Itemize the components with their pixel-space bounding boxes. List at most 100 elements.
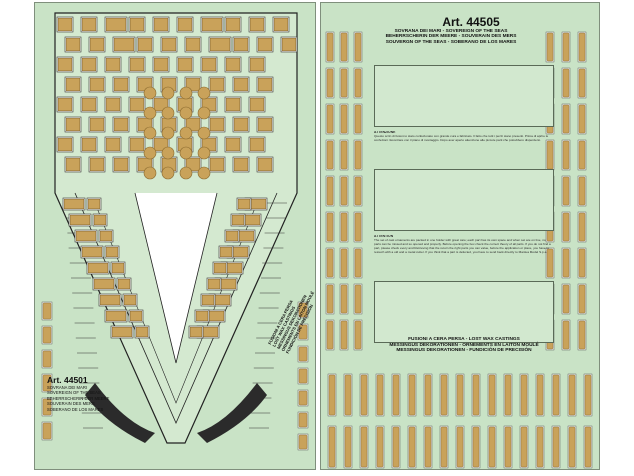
- brass-ornament: [129, 57, 145, 72]
- brass-rod: [546, 32, 554, 62]
- brass-ornament: [249, 57, 265, 72]
- brass-ornament: [57, 137, 73, 152]
- brass-rod: [568, 426, 576, 468]
- castings-panel-top: [374, 65, 554, 127]
- brass-rod: [424, 426, 432, 468]
- carved-scroll: [197, 383, 267, 443]
- brass-medallion: [143, 106, 157, 120]
- attention-paragraph-2: ATTENTION The set of cast ornaments are …: [374, 235, 552, 275]
- brass-edge-piece: [42, 374, 52, 392]
- brass-ornament: [249, 17, 265, 32]
- brass-ornament: [63, 198, 85, 210]
- brass-edge-piece: [298, 324, 308, 340]
- brass-medallion: [161, 166, 175, 180]
- brass-ornament: [89, 117, 105, 132]
- brass-ornament: [153, 57, 169, 72]
- brass-ornament: [185, 37, 201, 52]
- castings-panel-bottom: [374, 281, 554, 343]
- brass-ornament: [57, 57, 73, 72]
- art-number-left: Art. 44501: [47, 375, 88, 385]
- brass-medallion: [197, 126, 211, 140]
- brass-ornament: [111, 326, 133, 338]
- brass-rod: [578, 104, 586, 134]
- brass-medallion: [197, 166, 211, 180]
- attention-text: Questo scrin di fusioni è stato confezio…: [374, 133, 549, 142]
- brass-rod: [562, 176, 570, 206]
- brass-ornament: [65, 157, 81, 172]
- brass-ornament: [185, 77, 201, 92]
- brass-rod: [340, 284, 348, 314]
- brass-medallion: [143, 126, 157, 140]
- brass-ornament: [201, 17, 223, 32]
- brass-rod: [360, 426, 368, 468]
- brass-rod: [344, 426, 352, 468]
- brass-rod: [392, 374, 400, 416]
- brass-rod: [340, 248, 348, 278]
- brass-medallion: [179, 146, 193, 160]
- ship-stern-castings-illustration: [41, 12, 309, 451]
- brass-ornament: [57, 17, 73, 32]
- brass-rod: [520, 426, 528, 468]
- brass-medallion: [179, 126, 193, 140]
- brass-ornament: [93, 214, 107, 226]
- brass-ornament: [209, 37, 231, 52]
- brass-rod: [340, 212, 348, 242]
- brass-ornament: [87, 198, 101, 210]
- brass-rod: [354, 320, 362, 350]
- name-line: BEHERRSCHERIN DER MEERE: [47, 395, 110, 401]
- right-card-header: Art. 44505 SOVRANA DEI MARI - SOVEREIGN …: [371, 15, 531, 45]
- brass-ornament: [257, 157, 273, 172]
- brass-ornament: [117, 278, 131, 290]
- brass-rod: [562, 68, 570, 98]
- brass-ornament: [281, 37, 297, 52]
- brass-medallion: [143, 166, 157, 180]
- brass-rod: [578, 140, 586, 170]
- right-castings-card: Art. 44505 SOVRANA DEI MARI - SOVEREIGN …: [320, 2, 600, 470]
- brass-rod: [408, 374, 416, 416]
- brass-ornament: [135, 326, 149, 338]
- brass-rod: [440, 426, 448, 468]
- brass-ornament: [113, 37, 135, 52]
- brass-ornament: [249, 137, 265, 152]
- brass-rod: [340, 176, 348, 206]
- brass-rod: [354, 68, 362, 98]
- brass-medallion: [161, 106, 175, 120]
- castings-line: FUSIONI A CERA PERSA - LOST WAX CASTINGS: [408, 337, 520, 342]
- brass-rod: [504, 374, 512, 416]
- brass-ornament: [207, 278, 221, 290]
- brass-ornament: [177, 57, 193, 72]
- brass-rod: [354, 248, 362, 278]
- brass-ornament: [225, 137, 241, 152]
- brass-ornament: [231, 214, 245, 226]
- brass-ornament: [129, 97, 145, 112]
- brass-edge-piece: [298, 434, 308, 450]
- brass-ornament: [129, 310, 143, 322]
- brass-rod: [578, 212, 586, 242]
- brass-medallion: [161, 146, 175, 160]
- brass-rod: [354, 212, 362, 242]
- brass-rod: [456, 374, 464, 416]
- brass-edge-piece: [298, 412, 308, 428]
- brass-ornament: [213, 262, 227, 274]
- brass-rod: [578, 176, 586, 206]
- brass-ornament: [257, 77, 273, 92]
- brass-rod: [578, 248, 586, 278]
- brass-ornament: [129, 17, 145, 32]
- brass-ornament: [185, 157, 201, 172]
- brass-medallion: [161, 126, 175, 140]
- brass-ornament: [105, 246, 119, 258]
- brass-edge-piece: [42, 326, 52, 344]
- left-castings-card: Art. 44501 SOVRANA DEI MARI SOVEREIGN OF…: [34, 2, 316, 470]
- brass-rod: [562, 320, 570, 350]
- brass-rod: [344, 374, 352, 416]
- attention-title: ATTENTION: [374, 235, 394, 238]
- brass-rod: [584, 426, 592, 468]
- brass-ornament: [209, 157, 225, 172]
- brass-rod: [584, 374, 592, 416]
- brass-ornament: [249, 97, 265, 112]
- brass-ornament: [89, 77, 105, 92]
- brass-rod: [562, 248, 570, 278]
- brass-edge-piece: [298, 368, 308, 384]
- brass-ornament: [105, 97, 121, 112]
- brass-rod: [578, 68, 586, 98]
